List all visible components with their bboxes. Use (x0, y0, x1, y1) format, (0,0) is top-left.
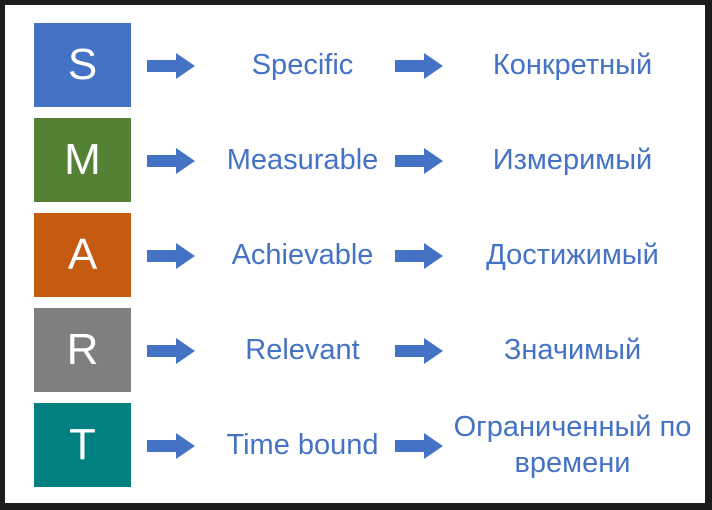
english-term: Relevant (245, 333, 360, 366)
right-arrow-icon (147, 433, 195, 459)
row-specific: S Specific Конкретный (5, 23, 705, 107)
row-measurable: M Measurable Измеримый (5, 118, 705, 202)
right-arrow-icon (395, 243, 443, 269)
letter-box-m: M (34, 118, 131, 202)
right-arrow-icon (395, 338, 443, 364)
right-arrow-icon (147, 243, 195, 269)
english-term: Achievable (231, 238, 374, 271)
letter-box-r: R (34, 308, 131, 392)
right-arrow-icon (395, 433, 443, 459)
english-term: Measurable (226, 143, 379, 176)
right-arrow-icon (147, 53, 195, 79)
russian-term: Значимый (503, 334, 642, 366)
english-term: Specific (251, 48, 354, 81)
right-arrow-icon (395, 148, 443, 174)
letter-box-t: T (34, 403, 131, 487)
right-arrow-icon (147, 338, 195, 364)
english-term: Time bound (226, 428, 379, 461)
right-arrow-icon (147, 148, 195, 174)
letter-box-s: S (34, 23, 131, 107)
row-achievable: A Achievable Достижимый (5, 213, 705, 297)
letter-box-a: A (34, 213, 131, 297)
russian-term: Достижимый (486, 239, 659, 271)
smart-diagram: S Specific Конкретный M Measurable Измер… (5, 5, 705, 503)
row-time-bound: T Time bound Ограниченный по времени (5, 403, 705, 487)
russian-term: Конкретный (492, 49, 653, 81)
row-relevant: R Relevant Значимый (5, 308, 705, 392)
russian-term: Измеримый (492, 144, 653, 176)
right-arrow-icon (395, 53, 443, 79)
russian-term: Ограниченный по времени (453, 411, 692, 479)
